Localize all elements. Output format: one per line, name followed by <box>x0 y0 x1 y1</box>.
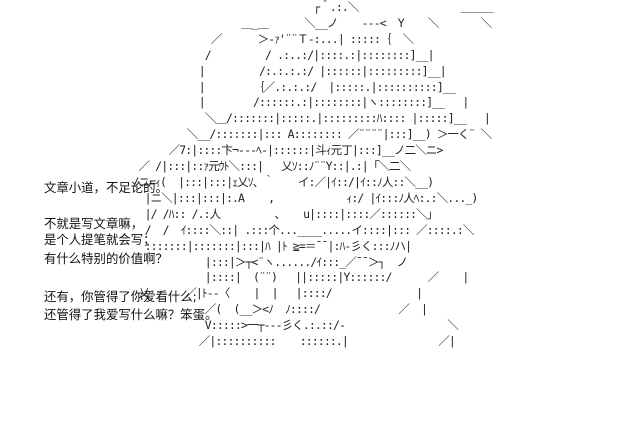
dialogue-line-4: 有什么特别的价值啊？ <box>44 251 168 266</box>
dialogue-line-1: 文章小道，不足论的。 <box>44 180 168 195</box>
dialogue-line-2: 不就是写文章嘛， <box>44 216 144 231</box>
dialogue-line-6: 还管得了我爱写什么嘛？笨蛋。 <box>44 307 218 322</box>
dialogue-line-5: 还有，你管得了你爱看什么; <box>44 289 197 304</box>
dialogue-line-3: 是个人提笔就会写； <box>44 232 156 247</box>
ascii-art-figure: ┌＾.:.＼ ＿＿＿ ＿_＿ ＼__ノ ---< Y ＼ ＼ ／ ＞-ｧ'¨¨Ｔ… <box>132 0 494 349</box>
